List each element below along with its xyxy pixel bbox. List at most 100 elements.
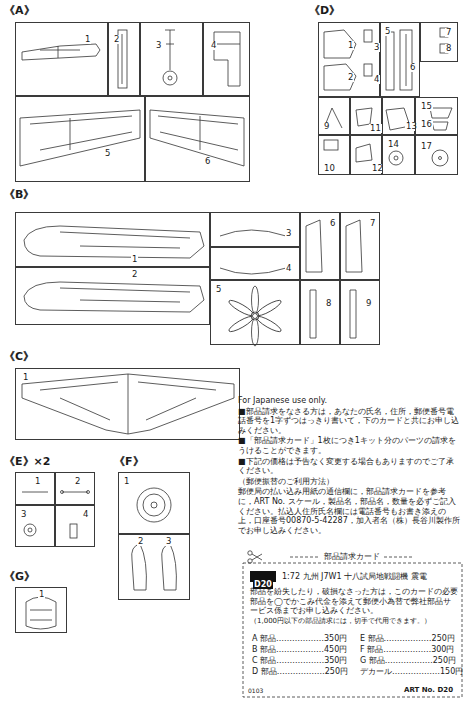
card-text: F 部品………………300円 — [360, 645, 454, 655]
part-number: 3 — [285, 229, 292, 238]
part-cell: 2 — [55, 472, 95, 505]
card-text: E 部品………………250円 — [360, 634, 455, 644]
part-cell: 14 — [382, 135, 415, 175]
part-number: 9 — [323, 122, 330, 131]
part-cell: 78 — [420, 22, 458, 62]
part-number: 1 — [38, 590, 45, 599]
part-cell: 2 — [108, 22, 140, 96]
section-label: 《G》 — [4, 570, 35, 583]
card-text: ART No. D20 — [404, 686, 453, 694]
part-number: 3 — [20, 510, 27, 519]
part-cell: 1 — [15, 587, 67, 633]
part-cell: 1 — [15, 212, 210, 267]
part-number: 11 — [369, 124, 382, 133]
part-cell: 2 — [15, 267, 210, 325]
part-cell: 4 — [203, 22, 250, 96]
part-cell: 5 — [210, 280, 300, 345]
part-number: 1 — [34, 477, 41, 486]
card-text: （1,000円以下の部品請求には，切手で代用できます。） — [250, 617, 458, 625]
part-cell: 1 — [15, 472, 55, 505]
card-text: B 部品………………450円 — [252, 645, 347, 655]
part-number: 5 — [215, 285, 222, 294]
part-number: 2 — [74, 477, 81, 486]
part-number: 1 — [84, 35, 91, 44]
part-cell: 1 — [15, 368, 240, 440]
notice-text: For Japanese use only. — [238, 396, 460, 406]
part-number: 6 — [204, 157, 211, 166]
part-number: 1 — [131, 255, 138, 264]
part-cell: 11 — [350, 97, 382, 135]
part-number: 8 — [325, 299, 332, 308]
part-number: 2 — [113, 35, 120, 44]
card-text: G 部品………………250円 — [360, 656, 456, 666]
part-number: 14 — [387, 140, 400, 149]
part-cell: 3 — [210, 212, 300, 247]
card-column: 部品を紛失したり，破損なさった方は，このカードの必要部品を◯でかこみ代金を添えて… — [250, 587, 458, 626]
part-cell: 13 — [382, 97, 415, 135]
section-label: 《C》 — [4, 350, 34, 363]
part-cell: 1 — [118, 472, 190, 534]
part-number: 6 — [409, 63, 416, 72]
card-text: D 部品………………250円 — [252, 667, 348, 677]
section-label: 《D》 — [309, 4, 340, 17]
part-number: 10 — [323, 164, 336, 173]
part-cell: 9 — [318, 97, 350, 135]
part-number: 2 — [131, 270, 138, 279]
part-cell: 1516 — [415, 97, 458, 135]
notice-text: ■部品請求をなさる方は，あなたの氏名，住所，郵便番号電話番号を1字ずつはっきり書… — [238, 407, 460, 436]
part-number: 8 — [445, 44, 452, 53]
part-number: 7 — [369, 219, 376, 228]
part-number: 2 — [347, 73, 354, 82]
notice-text: ■「部品請求カード」1枚につき1キット分のパーツの請求をうけることができます。 — [238, 436, 460, 455]
part-number: 7 — [445, 28, 452, 37]
part-number: 5 — [104, 149, 111, 158]
card-text: 1:72 九州 J7W1 十八試局地戦闘機 震電 — [282, 572, 427, 582]
part-cell: 1 — [15, 22, 108, 96]
card-text: 部品を紛失したり，破損なさった方は，このカードの必要部品を◯でかこみ代金を添えて… — [250, 587, 458, 616]
section-label: 《F》 — [114, 455, 144, 468]
part-cell: 6 — [145, 96, 250, 182]
part-number: 1 — [22, 373, 29, 382]
part-number: 15 — [420, 102, 433, 111]
part-number: 5 — [384, 27, 391, 36]
part-cell: 7 — [340, 212, 380, 280]
part-cell: 6 — [300, 212, 340, 280]
card-text: 部品請求カード — [322, 552, 382, 562]
part-cell: 17 — [415, 135, 458, 175]
card-text: デカール………………150円 — [360, 667, 463, 677]
part-cell: 9 — [340, 280, 380, 345]
section-label: 《B》 — [4, 188, 34, 201]
part-cell: 8 — [300, 280, 340, 345]
notice-text: （郵便振替のご利用方法） — [238, 477, 460, 487]
part-number: 3 — [165, 537, 172, 546]
part-cell: 10 — [318, 135, 350, 175]
part-number: 16 — [420, 120, 433, 129]
notice-text: ■下記の価格は予告なく変更する場合もありますのでご了承ください。 — [238, 457, 460, 476]
part-cell: 1324 — [318, 22, 380, 97]
part-cell: 4 — [55, 505, 95, 547]
part-cell: 56 — [380, 22, 420, 97]
part-cell: 5 — [15, 96, 145, 182]
card-text: 0103 — [248, 687, 263, 694]
part-number: 1 — [347, 41, 354, 50]
part-number: 17 — [420, 142, 433, 151]
part-cell: 3 — [15, 505, 55, 547]
section-label: 《A》 — [4, 4, 35, 17]
part-number: 9 — [365, 299, 372, 308]
part-cell: 12 — [350, 135, 382, 175]
part-number: 2 — [137, 537, 144, 546]
part-number: 4 — [285, 264, 292, 273]
notice-column: For Japanese use only.■部品請求をなさる方は，あなたの氏名… — [238, 396, 460, 536]
part-number: 6 — [329, 219, 336, 228]
part-number: 4 — [210, 41, 217, 50]
card-text: A 部品………………350円 — [252, 634, 347, 644]
section-label: 《E》×2 — [4, 455, 50, 468]
part-cell: 3 — [140, 22, 203, 96]
notice-text: 郵便局の払い込み用紙の通信欄に，部品請求カードを参考に，ART No. スケール… — [238, 487, 460, 535]
product-code-box: D20 — [250, 571, 276, 582]
part-cell: 4 — [210, 247, 300, 280]
part-number: 1 — [123, 477, 130, 486]
part-number: 3 — [155, 41, 162, 50]
part-number: 4 — [82, 510, 89, 519]
part-cell: 23 — [118, 534, 190, 600]
